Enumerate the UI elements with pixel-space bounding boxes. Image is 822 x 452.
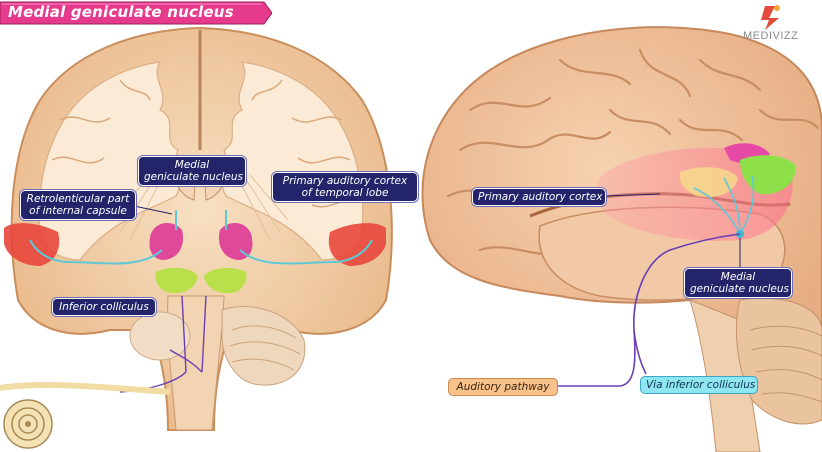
page-title: Medial geniculate nucleus bbox=[8, 3, 234, 21]
brand-name: MEDIVIZZ bbox=[743, 30, 799, 42]
label-inferior-colliculus: Inferior colliculus bbox=[52, 298, 156, 316]
cerebellum-folia bbox=[229, 325, 301, 371]
auditory-cortex-right bbox=[328, 223, 386, 266]
label-line: Medial bbox=[720, 271, 756, 283]
title-banner-shape bbox=[0, 1, 272, 25]
label-line: Retrolenticular part bbox=[26, 193, 130, 205]
label-line: Via inferior colliculus bbox=[646, 379, 756, 391]
gyri-contours bbox=[39, 79, 363, 208]
label-line: Auditory pathway bbox=[456, 381, 550, 393]
lateral-radiation bbox=[693, 175, 755, 235]
inferior-colliculus-left bbox=[155, 267, 198, 294]
inferior-colliculus-right bbox=[204, 267, 247, 294]
label-via-inferior-colliculus: Via inferior colliculus bbox=[640, 376, 758, 394]
label-line: Inferior colliculus bbox=[59, 301, 149, 313]
title-banner: Medial geniculate nucleus bbox=[0, 0, 272, 26]
cortex-green-patch bbox=[740, 155, 796, 195]
lateral-cerebellum bbox=[735, 297, 822, 425]
label-primary-auditory-cortex-lateral: Primary auditory cortex bbox=[472, 188, 606, 206]
lateral-lemniscus bbox=[119, 295, 207, 393]
label-medial-geniculate-coronal: Medial geniculate nucleus bbox=[138, 156, 246, 186]
label-primary-auditory-cortex-coronal: Primary auditory cortex of temporal lobe bbox=[272, 172, 418, 202]
label-auditory-pathway: Auditory pathway bbox=[448, 378, 558, 396]
white-matter-right bbox=[221, 61, 364, 261]
label-line: Primary auditory cortex bbox=[478, 191, 603, 203]
label-retrolenticular: Retrolenticular part of internal capsule bbox=[20, 190, 136, 220]
cochlea bbox=[3, 399, 53, 449]
cortex-pale-patch bbox=[679, 167, 738, 198]
mgn-left bbox=[149, 223, 184, 260]
label-line: geniculate nucleus bbox=[144, 171, 243, 183]
label-line: Medial bbox=[174, 159, 210, 171]
auditory-radiation bbox=[29, 210, 373, 265]
cochlear-nerve bbox=[0, 382, 171, 395]
label-line: Primary auditory cortex bbox=[282, 175, 408, 187]
pons bbox=[129, 311, 191, 361]
lateral-cerebellum-folia bbox=[749, 325, 822, 403]
auditory-pathway-line bbox=[556, 233, 741, 387]
label-medial-geniculate-lateral: Medial geniculate nucleus bbox=[684, 268, 792, 298]
logo-mark-icon bbox=[761, 5, 780, 30]
retrolenticular-pointer bbox=[133, 205, 173, 215]
label-line: of temporal lobe bbox=[301, 187, 389, 199]
cortex-pointer bbox=[603, 193, 661, 197]
coronal-section bbox=[0, 26, 393, 449]
mgn-right bbox=[218, 223, 253, 260]
brand-logo: MEDIVIZZ bbox=[735, 2, 815, 50]
label-line: geniculate nucleus bbox=[690, 283, 789, 295]
label-line: of internal capsule bbox=[29, 205, 127, 217]
